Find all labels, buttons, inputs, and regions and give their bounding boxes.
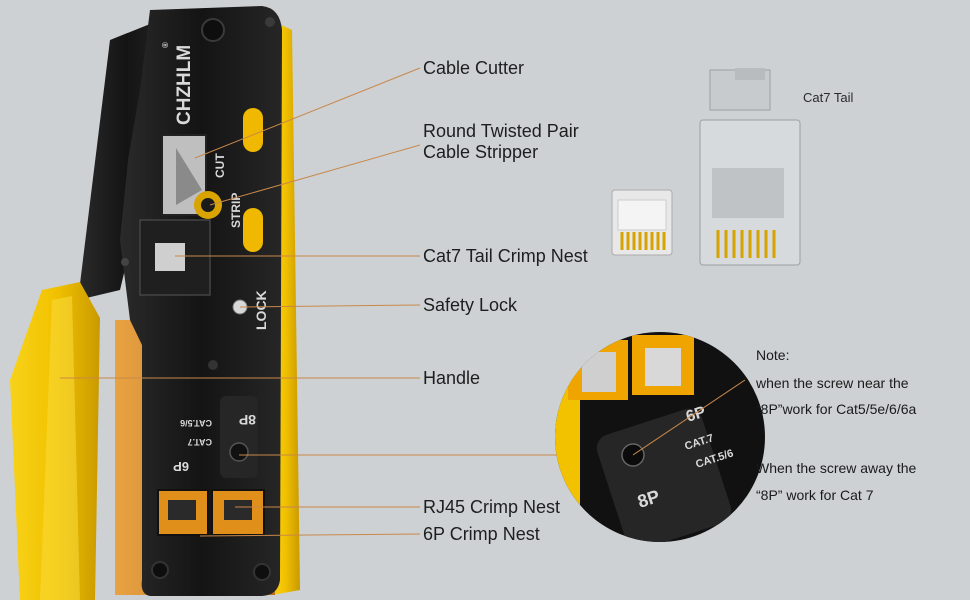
connector-label: Cat7 Tail (803, 90, 854, 105)
label-safety-lock: Safety Lock (423, 295, 518, 315)
note-title: Note: (756, 347, 790, 363)
6p-crimp-nest (211, 489, 265, 536)
zoom-detail: 6P CAT.7 CAT.5/6 8P (555, 332, 765, 542)
6p-marking: 6P (173, 459, 189, 474)
slot (243, 108, 263, 152)
screw-icon (265, 17, 275, 27)
leader-lines (60, 67, 560, 537)
brand-logo: CHZHLM (174, 45, 195, 125)
note-line2: “8P”work for Cat5/5e/6/6a (756, 401, 917, 417)
strip-marking: STRIP (229, 193, 243, 228)
screw-icon (208, 360, 218, 370)
8p-marking: 8P (239, 412, 256, 428)
screw-icon (151, 561, 169, 579)
note-line4: “8P” work for Cat 7 (756, 487, 874, 503)
screw-icon (253, 563, 271, 581)
slot (243, 208, 263, 252)
note-line1: when the screw near the (756, 375, 909, 391)
screw-icon (121, 258, 129, 266)
label-stripper-line1: Round Twisted Pair (423, 121, 579, 141)
cut-marking: CUT (213, 153, 227, 178)
label-cable-cutter: Cable Cutter (423, 58, 525, 78)
label-rj45-nest: RJ45 Crimp Nest (423, 497, 561, 517)
cat56-marking: CAT.5/6 (180, 418, 212, 428)
registered-mark: ® (161, 42, 170, 48)
screw-icon (201, 18, 225, 42)
lock-marking: LOCK (253, 290, 269, 330)
label-cat7-nest: Cat7 Tail Crimp Nest (423, 246, 588, 266)
label-6p-nest: 6P Crimp Nest (423, 524, 540, 544)
label-stripper-line2: Cable Stripper (423, 142, 539, 162)
cat7-marking: CAT.7 (188, 437, 212, 447)
note-line3: When the screw away the (756, 460, 917, 476)
label-handle: Handle (423, 368, 481, 388)
cat7-connector-image (611, 68, 801, 266)
selector-screw-icon (229, 442, 249, 462)
